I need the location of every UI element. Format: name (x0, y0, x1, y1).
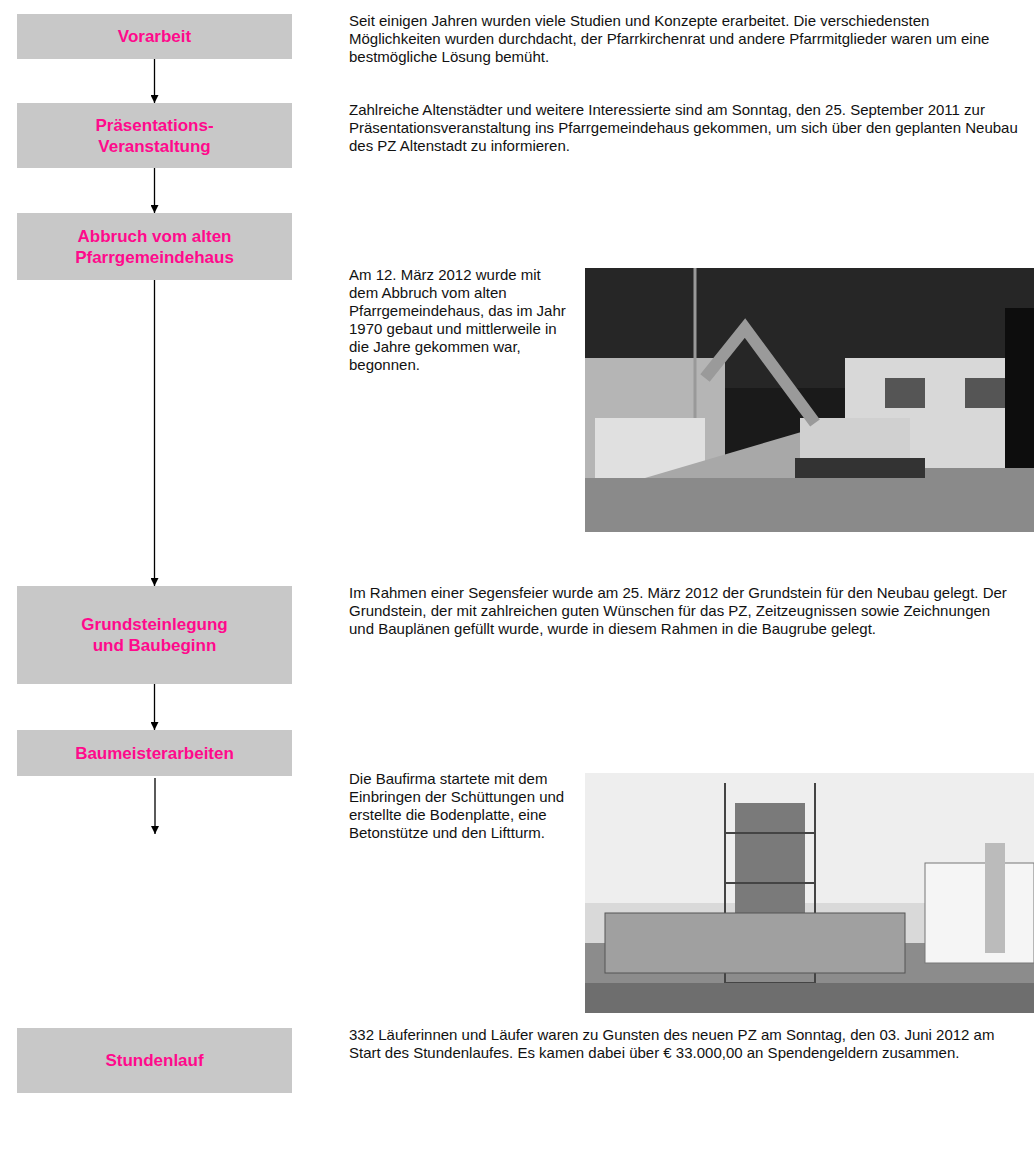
stage-box: Abbruch vom alten Pfarrgemeindehaus (17, 213, 292, 280)
stage-box: Präsentations- Veranstaltung (17, 103, 292, 168)
flow-arrow (154, 280, 155, 586)
flow-arrow (154, 684, 155, 730)
stage-description: Im Rahmen einer Segensfeier wurde am 25.… (349, 584, 1019, 638)
stage-description: Am 12. März 2012 wurde mit dem Abbruch v… (349, 266, 574, 374)
stage-description: Seit einigen Jahren wurden viele Studien… (349, 12, 1019, 66)
flow-arrow (154, 168, 155, 213)
stage-title: Präsentations- Veranstaltung (80, 115, 230, 157)
dangling-arrow (154, 778, 155, 834)
construction-photo (585, 773, 1034, 1013)
stage-title: Abbruch vom alten Pfarrgemeindehaus (55, 226, 255, 268)
stage-description: 332 Läuferinnen und Läufer waren zu Guns… (349, 1026, 1019, 1062)
stage-description: Zahlreiche Altenstädter und weitere Inte… (349, 101, 1019, 155)
stage-box: Grundsteinlegung und Baubeginn (17, 586, 292, 684)
flow-arrow (154, 59, 155, 103)
demolition-photo (585, 268, 1034, 532)
stage-box: Vorarbeit (17, 14, 292, 59)
stage-title: Baumeisterarbeiten (75, 743, 234, 764)
stage-title: Vorarbeit (118, 26, 191, 47)
stage-title: Grundsteinlegung und Baubeginn (80, 614, 230, 656)
stage-box: Stundenlauf (17, 1028, 292, 1093)
stage-description: Die Baufirma startete mit dem Einbringen… (349, 770, 574, 842)
stage-title: Stundenlauf (105, 1050, 203, 1071)
stage-box: Baumeisterarbeiten (17, 730, 292, 776)
